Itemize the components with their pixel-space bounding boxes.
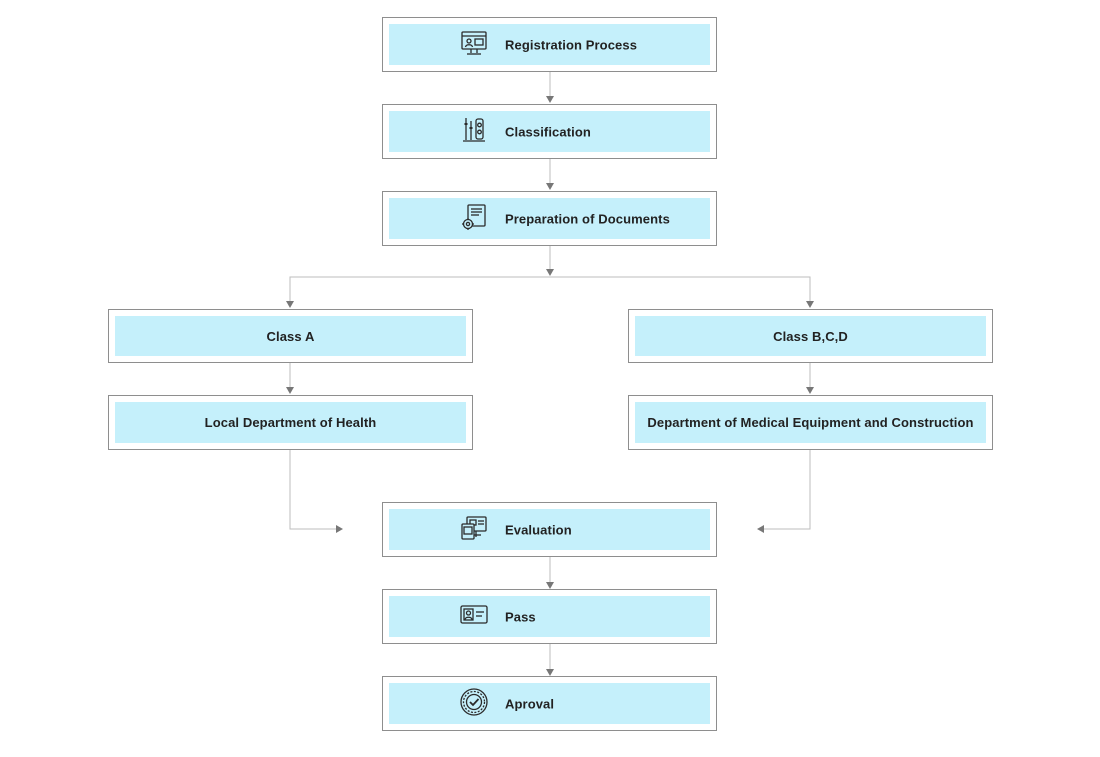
node-class-a[interactable]: Class A [108,309,473,363]
node-department-medical-equipment[interactable]: Department of Medical Equipment and Cons… [628,395,993,450]
arrow-head [286,387,294,394]
arrow-head [546,669,554,676]
node-fill: Evaluation [389,509,710,550]
node-pass[interactable]: Pass [382,589,717,644]
node-fill: Class B,C,D [635,316,986,356]
node-preparation-of-documents[interactable]: Preparation of Documents [382,191,717,246]
arrow-head [806,301,814,308]
node-label: Registration Process [505,37,638,52]
node-registration-process[interactable]: Registration Process [382,17,717,72]
arrow-head [546,269,554,276]
node-label: Department of Medical Equipment and Cons… [647,415,974,430]
approval-seal-icon [459,687,489,717]
node-label: Aproval [505,696,555,711]
monitor-devices-icon [459,513,489,543]
node-fill: Aproval [389,683,710,724]
node-label: Local Department of Health [204,415,377,430]
arrow-head [546,96,554,103]
node-label: Class B,C,D [773,328,848,344]
node-fill: Pass [389,596,710,637]
node-label: Preparation of Documents [505,211,670,226]
id-card-icon [459,600,489,630]
document-settings-icon [459,202,489,232]
connector-local-evaluation [289,449,336,530]
arrow-head [757,525,764,533]
node-label: Classification [505,124,591,139]
node-evaluation[interactable]: Evaluation [382,502,717,557]
node-fill: Class A [115,316,466,356]
arrow-head [286,301,294,308]
node-fill: Preparation of Documents [389,198,710,239]
node-label: Evaluation [505,522,572,537]
connector-split-class-a [289,276,550,302]
node-class-bcd[interactable]: Class B,C,D [628,309,993,363]
connector-medical-evaluation [764,449,811,530]
node-label: Pass [505,609,536,624]
node-local-department-of-health[interactable]: Local Department of Health [108,395,473,450]
test-tubes-icon [459,115,489,145]
node-fill: Local Department of Health [115,402,466,443]
node-label: Class A [266,328,315,344]
node-classification[interactable]: Classification [382,104,717,159]
node-fill: Classification [389,111,710,152]
arrow-head [336,525,343,533]
arrow-head [806,387,814,394]
node-approval[interactable]: Aproval [382,676,717,731]
arrow-head [546,183,554,190]
arrow-head [546,582,554,589]
node-fill: Department of Medical Equipment and Cons… [635,402,986,443]
computer-registration-icon [459,28,489,58]
connector-split-class-bcd [550,276,811,302]
node-fill: Registration Process [389,24,710,65]
